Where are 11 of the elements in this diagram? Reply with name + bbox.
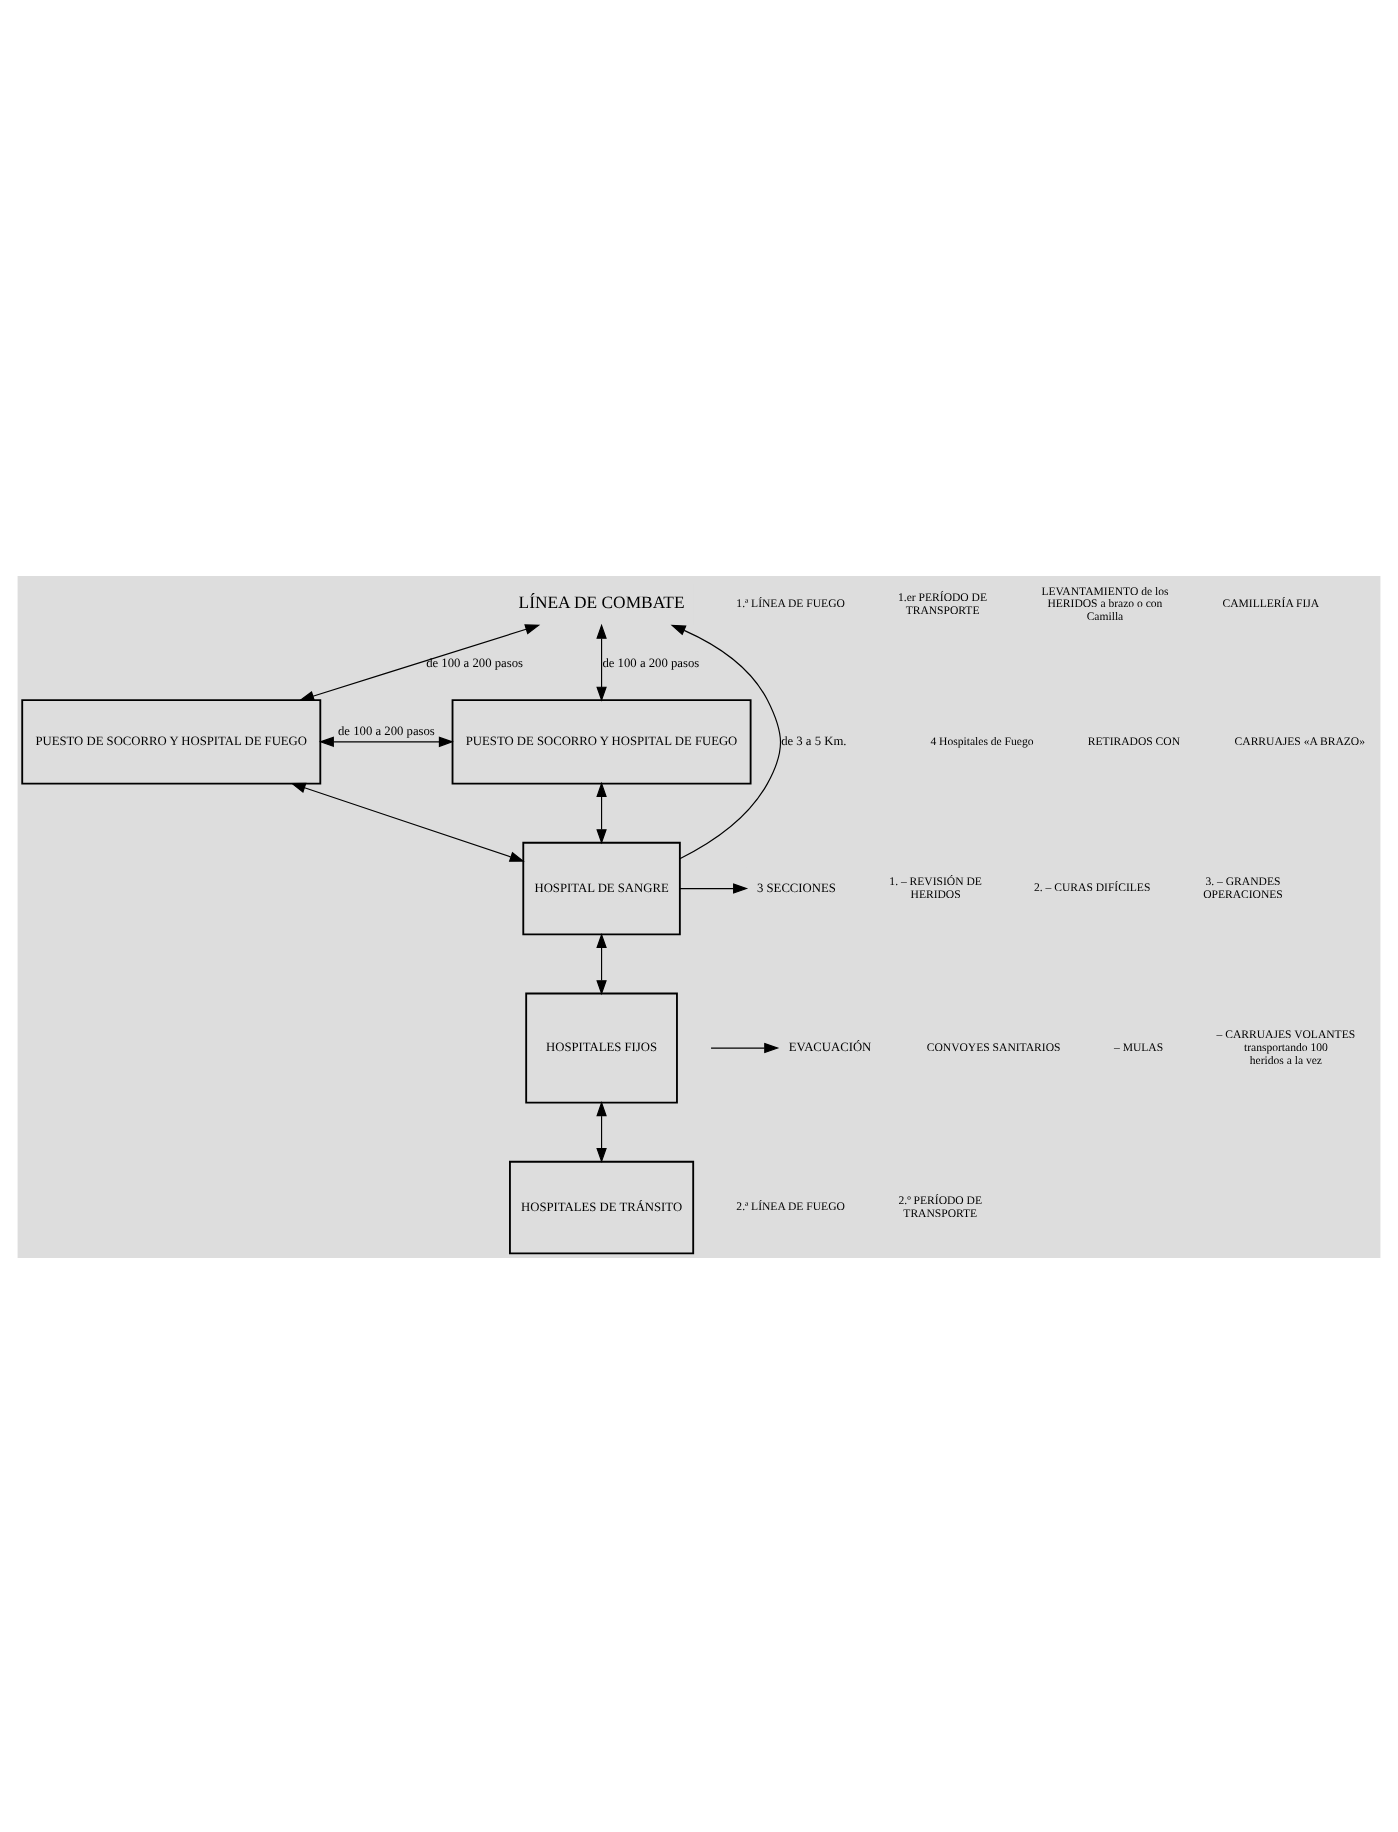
arrow bbox=[596, 622, 607, 701]
arrow bbox=[679, 882, 749, 893]
arrow bbox=[299, 623, 541, 701]
arrow bbox=[710, 1041, 780, 1053]
arrow bbox=[596, 932, 607, 995]
arrow bbox=[670, 623, 782, 859]
arrow bbox=[596, 1100, 607, 1163]
node-text: LÍNEA DE COMBATE bbox=[518, 591, 685, 612]
arrow bbox=[596, 780, 607, 844]
arrow bbox=[290, 781, 525, 861]
arrow bbox=[318, 735, 454, 747]
